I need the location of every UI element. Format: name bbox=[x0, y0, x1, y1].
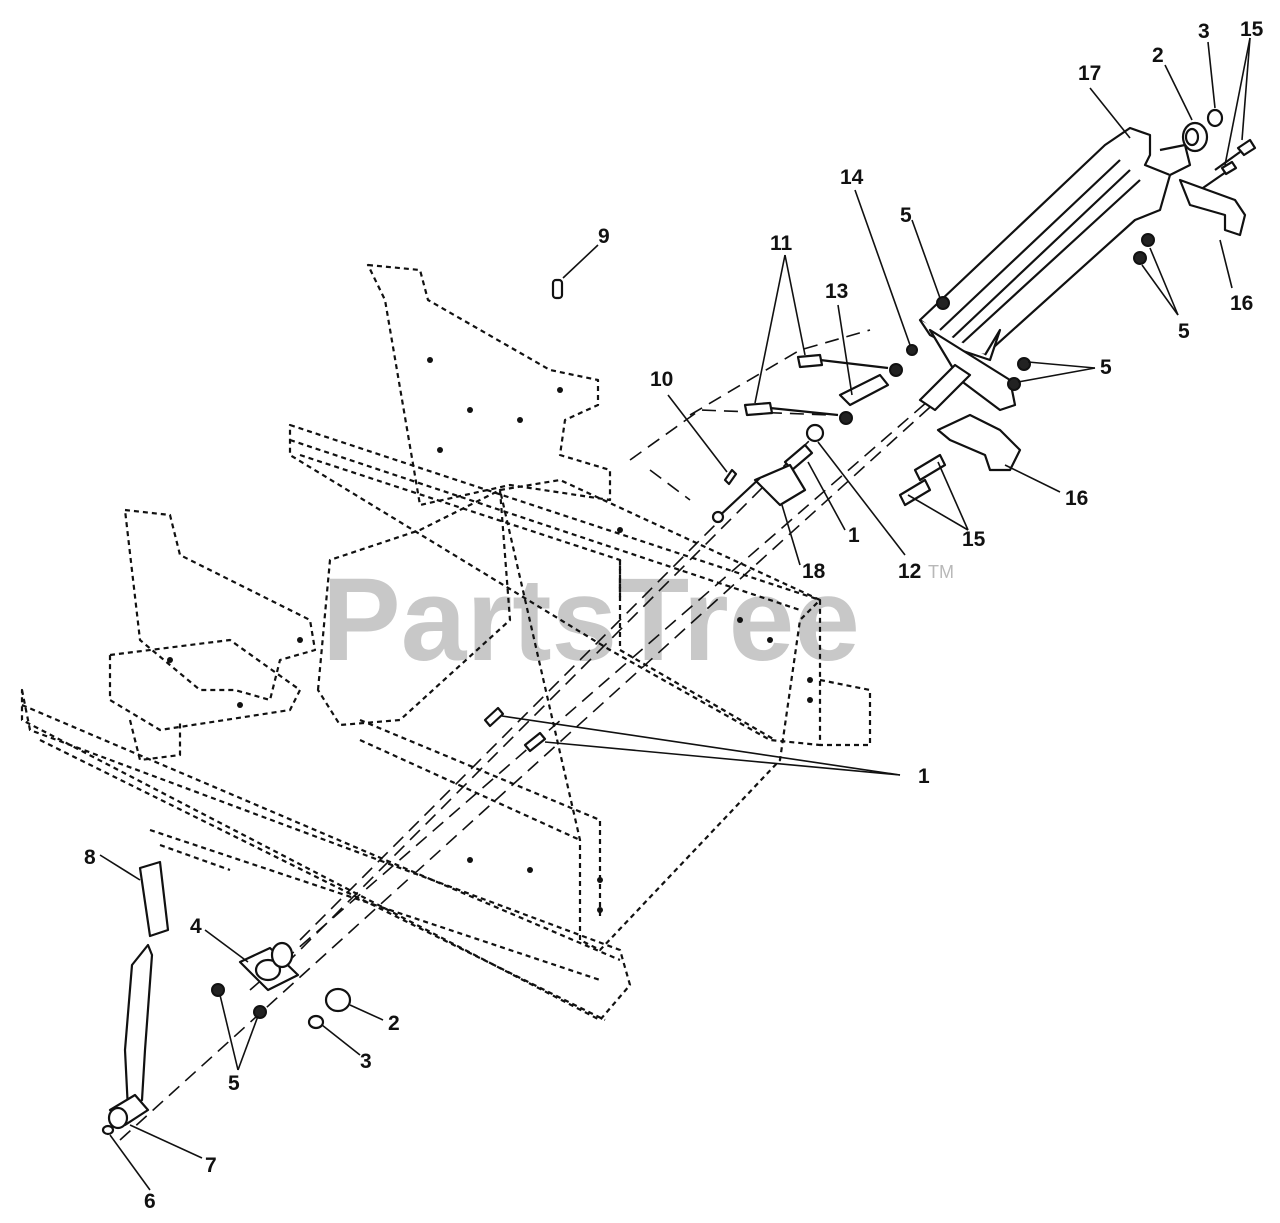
callout-18: 18 bbox=[802, 560, 826, 583]
callout-2-bottom: 2 bbox=[388, 1012, 400, 1035]
part-3-ring-top bbox=[1206, 108, 1224, 128]
part-14-nut bbox=[906, 344, 918, 356]
part-10-cotter-pin bbox=[723, 468, 738, 486]
callout-12: 12 bbox=[898, 560, 921, 583]
callout-9: 9 bbox=[598, 225, 610, 248]
frame-phantom bbox=[20, 263, 872, 1022]
callout-1-lower: 1 bbox=[918, 765, 930, 788]
part-13-link bbox=[838, 373, 890, 407]
part-spacer-tube bbox=[918, 363, 972, 412]
callout-7: 7 bbox=[205, 1154, 217, 1177]
watermark-text: PartsTree bbox=[322, 554, 860, 686]
part-2-bushing-bottom bbox=[324, 987, 352, 1013]
callouts: 17 2 3 15 16 5 5 14 11 13 10 9 5 16 15 1… bbox=[84, 18, 1264, 1213]
callout-5-top: 5 bbox=[900, 204, 912, 227]
part-7-lever bbox=[107, 943, 154, 1130]
callout-15-top: 15 bbox=[1240, 18, 1264, 41]
part-6-pin bbox=[101, 1124, 115, 1136]
part-18-bracket bbox=[711, 463, 807, 524]
callout-5-mid: 5 bbox=[1100, 356, 1112, 379]
callout-13: 13 bbox=[825, 280, 848, 303]
callout-10: 10 bbox=[650, 368, 673, 391]
part-1-pins-lower bbox=[483, 706, 547, 753]
part-17-lift-shaft bbox=[918, 126, 1192, 412]
part-9-clip bbox=[551, 278, 564, 300]
part-11-bolts bbox=[743, 353, 903, 425]
callout-2-top: 2 bbox=[1152, 44, 1164, 67]
part-8-grip bbox=[138, 860, 170, 938]
part-5-nuts bbox=[211, 233, 1155, 1019]
callout-3-top: 3 bbox=[1198, 20, 1210, 43]
callout-17: 17 bbox=[1078, 62, 1101, 85]
callout-8: 8 bbox=[84, 846, 96, 869]
part-4-flange-bearing bbox=[238, 941, 300, 992]
callout-15-mid: 15 bbox=[962, 528, 986, 551]
watermark-tm: TM bbox=[928, 562, 954, 582]
callout-16-mid: 16 bbox=[1065, 487, 1088, 510]
callout-5-right: 5 bbox=[1178, 320, 1190, 343]
callout-1-upper: 1 bbox=[848, 524, 860, 547]
callout-6: 6 bbox=[144, 1190, 156, 1213]
part-2-bushing-top bbox=[1181, 121, 1209, 153]
part-16-hook-top bbox=[1178, 178, 1247, 237]
part-15-bolts-mid bbox=[898, 453, 947, 507]
part-16-hook-mid bbox=[936, 413, 1022, 472]
callout-16-top: 16 bbox=[1230, 292, 1253, 315]
part-3-ring-bottom bbox=[307, 1014, 325, 1030]
callout-5-bottom: 5 bbox=[228, 1072, 240, 1095]
callout-3-bottom: 3 bbox=[360, 1050, 372, 1073]
part-12-washer bbox=[805, 423, 825, 443]
part-15-bolts-top bbox=[1199, 138, 1257, 191]
callout-4: 4 bbox=[190, 915, 202, 938]
leader-lines bbox=[99, 37, 1251, 1191]
callout-11: 11 bbox=[770, 232, 793, 255]
callout-14: 14 bbox=[840, 166, 864, 189]
